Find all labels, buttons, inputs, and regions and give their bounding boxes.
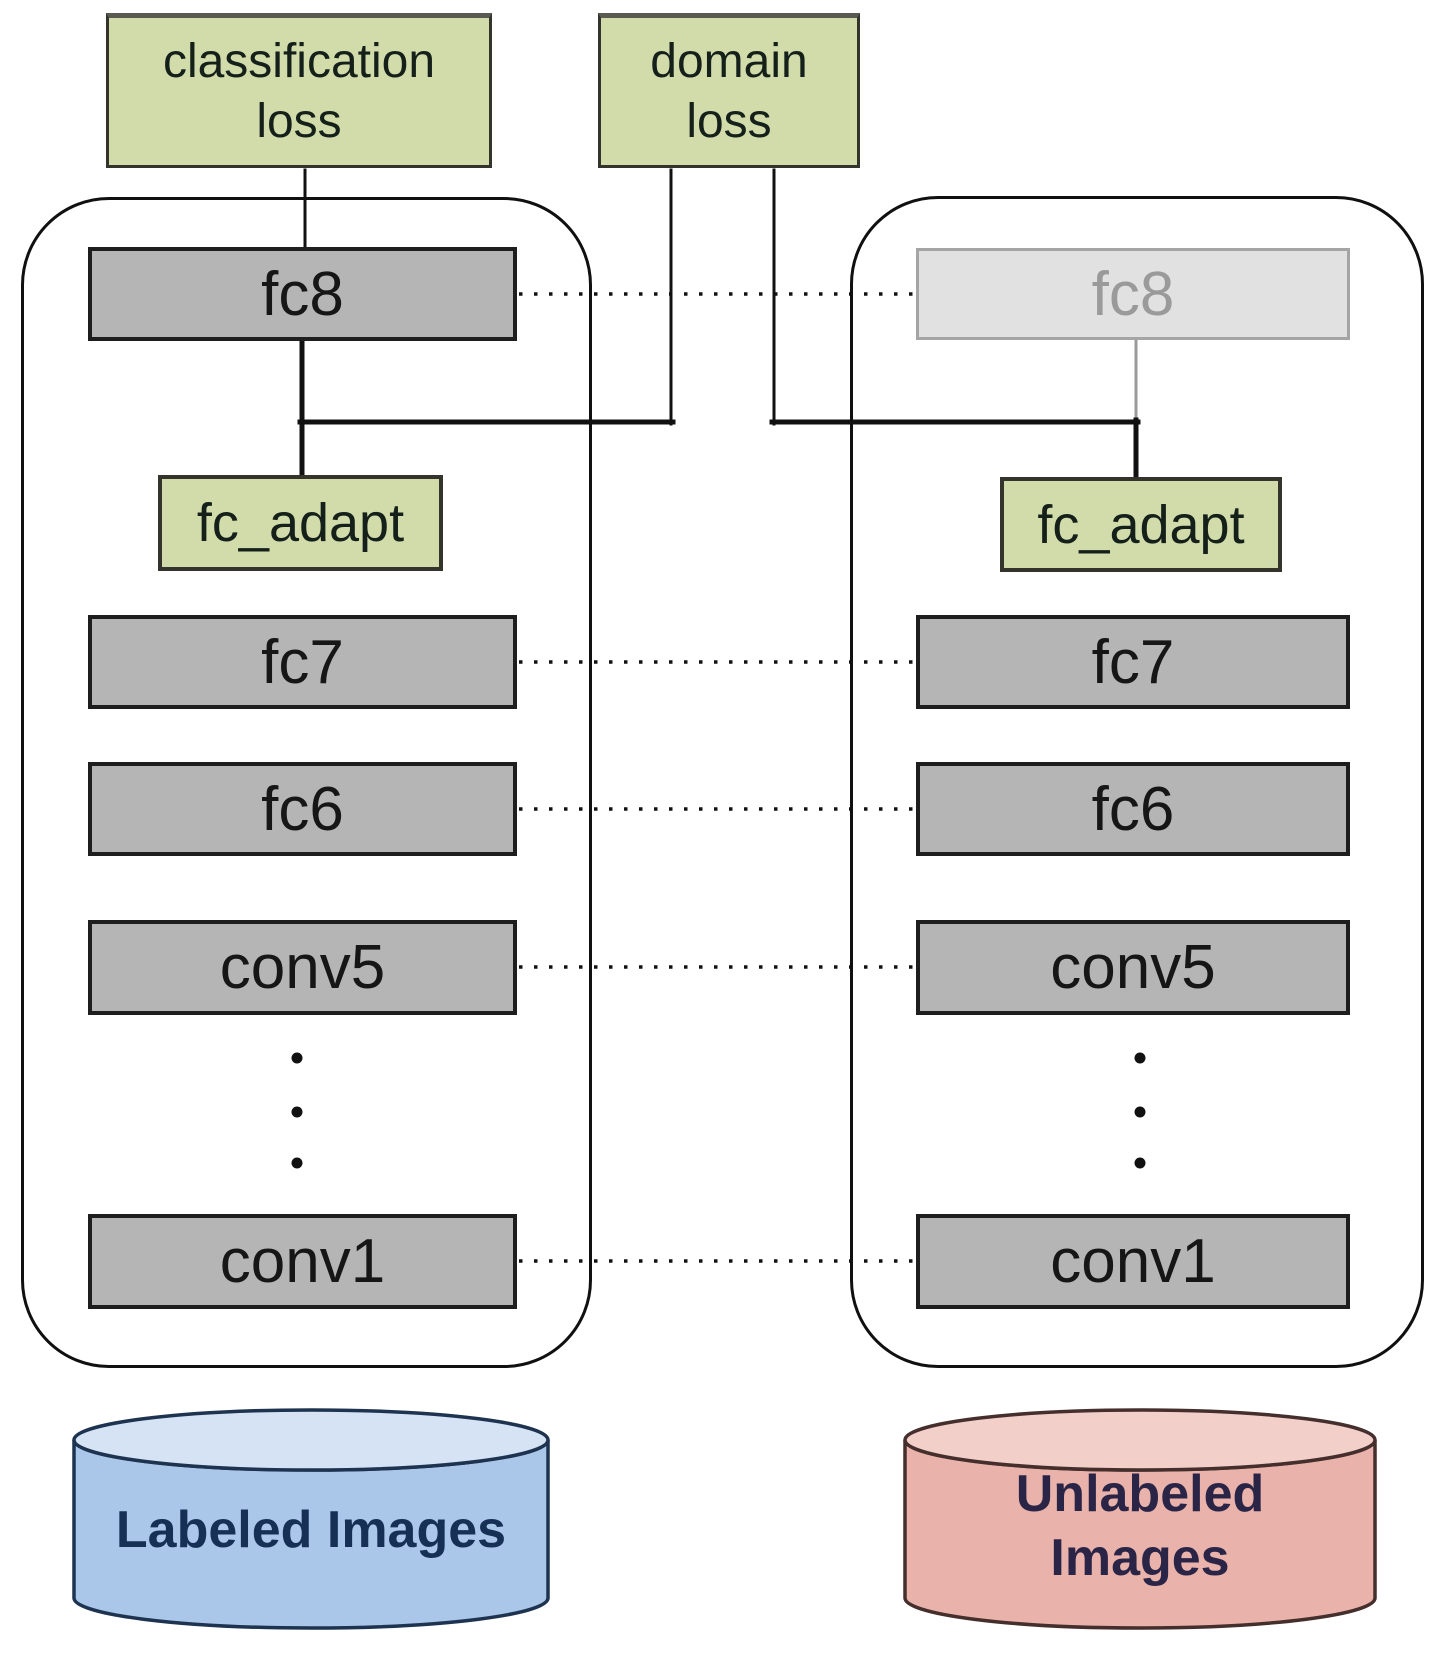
unlabeled-images-label-line1: Unlabeled (1015, 1465, 1265, 1523)
source-layer-fc6: fc6 (88, 762, 517, 856)
ellipsis-dots-target (1134, 1052, 1146, 1169)
labeled-images-cylinder (72, 1408, 550, 1630)
target-layer-conv5: conv5 (916, 920, 1350, 1015)
source-layer-fc-adapt: fc_adapt (158, 475, 443, 571)
target-layer-conv1: conv1 (916, 1214, 1350, 1309)
target-layer-fc-adapt: fc_adapt (1000, 477, 1282, 572)
source-layer-conv1: conv1 (88, 1214, 517, 1309)
target-layer-fc8-frozen: fc8 (916, 248, 1350, 340)
source-layer-conv5: conv5 (88, 920, 517, 1015)
target-layer-fc7: fc7 (916, 615, 1350, 709)
ellipsis-dots-source (291, 1052, 303, 1169)
labeled-images-label: Labeled Images (115, 1501, 507, 1559)
classification-loss-box: classification loss (106, 13, 492, 168)
unlabeled-images-cylinder (903, 1408, 1377, 1630)
source-layer-fc7: fc7 (88, 615, 517, 709)
unlabeled-images-label-line2: Images (1050, 1529, 1230, 1587)
target-layer-fc6: fc6 (916, 762, 1350, 856)
domain-loss-box: domain loss (598, 13, 860, 168)
source-layer-fc8: fc8 (88, 247, 517, 341)
